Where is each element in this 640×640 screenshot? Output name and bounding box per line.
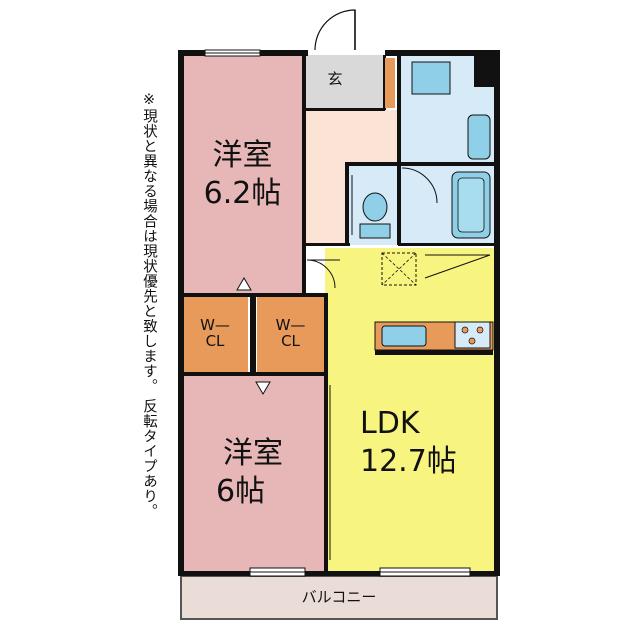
entrance-area — [305, 55, 385, 110]
wall-bath-top — [345, 162, 495, 166]
western-room-2 — [183, 375, 325, 573]
disclaimer-note: ※現状と異なる場合は現状優先と致します。 反転タイプあり。 — [141, 92, 157, 519]
ldk-area — [325, 248, 495, 573]
wall-closets-top — [183, 293, 328, 297]
wall-closets-bottom — [183, 372, 328, 376]
entrance-door-swing — [314, 9, 356, 51]
wall-closets-middle — [250, 297, 256, 373]
wall-toilet-left — [345, 162, 349, 245]
western-room-2-size: 6帖 — [216, 474, 266, 509]
walk-in-closet-1 — [183, 297, 248, 373]
kitchen-sink — [381, 325, 427, 347]
walk-in-closet-1-label: W— CL — [200, 316, 230, 350]
western-room-1-size: 6.2帖 — [203, 176, 282, 211]
entrance-label: 玄 — [327, 70, 343, 88]
outer-wall-bottom — [178, 571, 500, 576]
western-room-1-name: 洋室 — [212, 138, 273, 173]
walk-in-closet-2 — [257, 297, 325, 373]
wash-basin — [467, 114, 491, 160]
wall-western1-right — [302, 55, 306, 295]
walk-in-closet-2-label: W— CL — [275, 316, 306, 350]
western-room-1 — [183, 55, 303, 295]
fridge-space — [381, 252, 417, 286]
ldk-name: LDK — [360, 406, 420, 441]
pillar-block — [474, 55, 494, 87]
western-room-2-name: 洋室 — [223, 436, 283, 471]
wall-wet-left — [397, 55, 401, 245]
outer-wall-top-right — [385, 50, 500, 56]
outer-wall-left — [178, 50, 184, 575]
ldk-size: 12.7帖 — [360, 444, 457, 479]
outer-wall-right — [494, 50, 500, 575]
toilet — [362, 192, 388, 222]
balcony-label: バルコニー — [301, 588, 377, 606]
washing-machine — [411, 61, 451, 95]
